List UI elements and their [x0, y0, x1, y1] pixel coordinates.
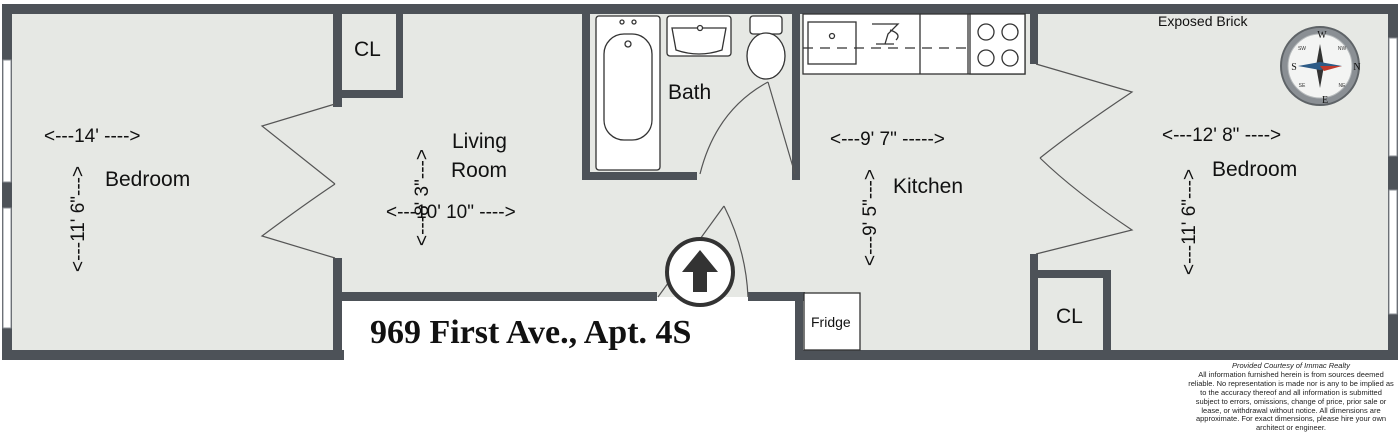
kitchen-length: <---9' 5"---> [860, 169, 881, 266]
living-bottom-wall-left [337, 292, 657, 301]
bath-sink-basin [671, 27, 727, 55]
burner-icon-2 [1001, 23, 1019, 41]
plan-title: 969 First Ave., Apt. 4S [370, 314, 691, 351]
closet-right-top-wall [1030, 270, 1110, 278]
bedroom-right-door-lower [1035, 157, 1134, 255]
bath-door [699, 81, 796, 175]
disclaimer-courtesy: Provided Courtesy of Immac Realty [1232, 361, 1350, 370]
closet-left-wall-side [396, 12, 403, 98]
closet-right-left-wall [1030, 270, 1038, 356]
bedroom-left-door-lower [260, 183, 336, 259]
bathtub-basin [603, 33, 653, 141]
compass-nw: NW [1338, 46, 1347, 52]
bedroom-right-length: <---11' 6"---> [1179, 169, 1200, 275]
bath-right-wall [792, 12, 800, 180]
stove [969, 13, 1026, 75]
compass-e: E [1322, 95, 1328, 106]
bath-bottom-wall [582, 172, 697, 180]
compass-icon: W N S E NW SW NE SE [1280, 26, 1361, 106]
tub-faucet-icon [619, 19, 625, 25]
disclaimer: Provided Courtesy of Immac Realty All in… [1188, 361, 1394, 433]
bedroom-right-label: Bedroom [1212, 158, 1297, 181]
top-wall [2, 4, 1398, 14]
kitchen-right-wall-top [1030, 12, 1038, 64]
fridge-box [803, 292, 861, 351]
kitchen-label: Kitchen [893, 175, 963, 198]
doors [260, 63, 1134, 298]
entry-arrow-icon [665, 237, 735, 307]
walls [2, 4, 1398, 360]
closet-right-side-wall [1103, 270, 1111, 356]
windows [2, 37, 1398, 329]
compass-n: N [1353, 62, 1360, 73]
bedroom-right-width: <---12' 8" ----> [1162, 125, 1281, 146]
compass-ne: NE [1339, 83, 1347, 89]
window-left-lower [2, 207, 12, 329]
bath-fixtures [595, 15, 786, 171]
bath-left-wall [582, 12, 590, 180]
toilet-bowl [746, 32, 786, 80]
bedroom-right-door-upper [1035, 63, 1134, 159]
living-bottom-wall-right [748, 292, 805, 301]
bath-label: Bath [668, 81, 711, 104]
compass-s: S [1291, 62, 1297, 73]
bottom-wall-right [795, 350, 1398, 360]
fridge-left-wall [795, 292, 803, 358]
closet-left-wall-right [342, 90, 400, 98]
bedroom-left-label: Bedroom [105, 168, 190, 191]
living-room-label-line1: Living [452, 130, 507, 153]
living-room-length: <---8' 3"---> [412, 149, 433, 246]
living-room-width: <---10' 10" ----> [386, 202, 516, 223]
kitchen-width: <---9' 7" -----> [830, 129, 945, 150]
living-room-floor [337, 12, 585, 297]
closet-right-label: CL [1056, 305, 1083, 328]
closet-left-label: CL [354, 38, 381, 61]
living-room-label-line2: Room [451, 159, 507, 182]
tub-faucet-icon-2 [631, 19, 637, 25]
exposed-brick-label: Exposed Brick [1158, 13, 1248, 29]
dishwasher-icon [872, 23, 900, 45]
window-right-upper [1388, 37, 1398, 157]
bedroom-left-floor [10, 12, 337, 352]
burner-icon-1 [977, 23, 995, 41]
toilet-tank [749, 15, 783, 35]
bedroom-left-door-upper [260, 103, 336, 185]
fridge-label: Fridge [811, 314, 851, 330]
disclaimer-body: All information furnished herein is from… [1188, 369, 1394, 433]
compass-w: W [1317, 30, 1327, 41]
right-wall [1388, 4, 1398, 360]
bedroom-left-length: <---11' 6"---> [68, 166, 89, 272]
kitchen-counter [802, 13, 1026, 75]
kitchen-sink [807, 21, 857, 65]
compass-sw: SW [1298, 46, 1306, 52]
window-right-lower [1388, 189, 1398, 315]
bedroom-left-width: <---14' ----> [44, 126, 141, 147]
bottom-wall-left [2, 350, 344, 360]
burner-icon-3 [977, 49, 995, 67]
bedroom-left-partition-bottom [333, 258, 342, 358]
bedroom-left-partition-top [333, 12, 342, 107]
tub-drain-icon [624, 40, 632, 48]
burner-icon-4 [1001, 49, 1019, 67]
window-left-upper [2, 59, 12, 183]
sink-tap-icon [696, 24, 704, 32]
kitchen-drain-icon [828, 32, 836, 40]
kitchen-right-wall-bottom [1030, 254, 1038, 274]
compass-se: SE [1299, 83, 1306, 89]
